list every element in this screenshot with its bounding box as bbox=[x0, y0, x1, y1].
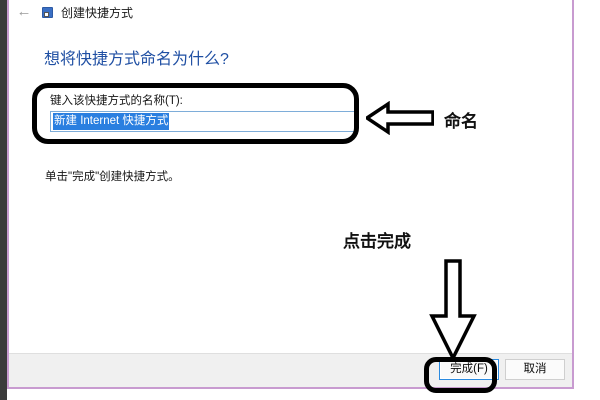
finish-button[interactable]: 完成(F) bbox=[439, 359, 499, 380]
finish-hint-text: 单击"完成"创建快捷方式。 bbox=[45, 171, 180, 183]
desktop-background-strip bbox=[0, 0, 7, 400]
internet-shortcut-icon bbox=[42, 7, 53, 18]
back-arrow-icon[interactable]: ← bbox=[16, 3, 32, 20]
window-title: 创建快捷方式 bbox=[61, 6, 134, 20]
window-titlebar: ← 创建快捷方式 bbox=[9, 0, 572, 26]
shortcut-name-input[interactable] bbox=[50, 111, 357, 132]
create-shortcut-wizard-window: ← 创建快捷方式 想将快捷方式命名为什么? 键入该快捷方式的名称(T): 新建 … bbox=[7, 0, 574, 389]
shortcut-name-label: 键入该快捷方式的名称(T): bbox=[50, 95, 183, 107]
dialog-button-bar: 完成(F) 取消 bbox=[9, 353, 572, 387]
page-title: 想将快捷方式命名为什么? bbox=[44, 51, 229, 68]
cancel-button[interactable]: 取消 bbox=[505, 359, 565, 380]
